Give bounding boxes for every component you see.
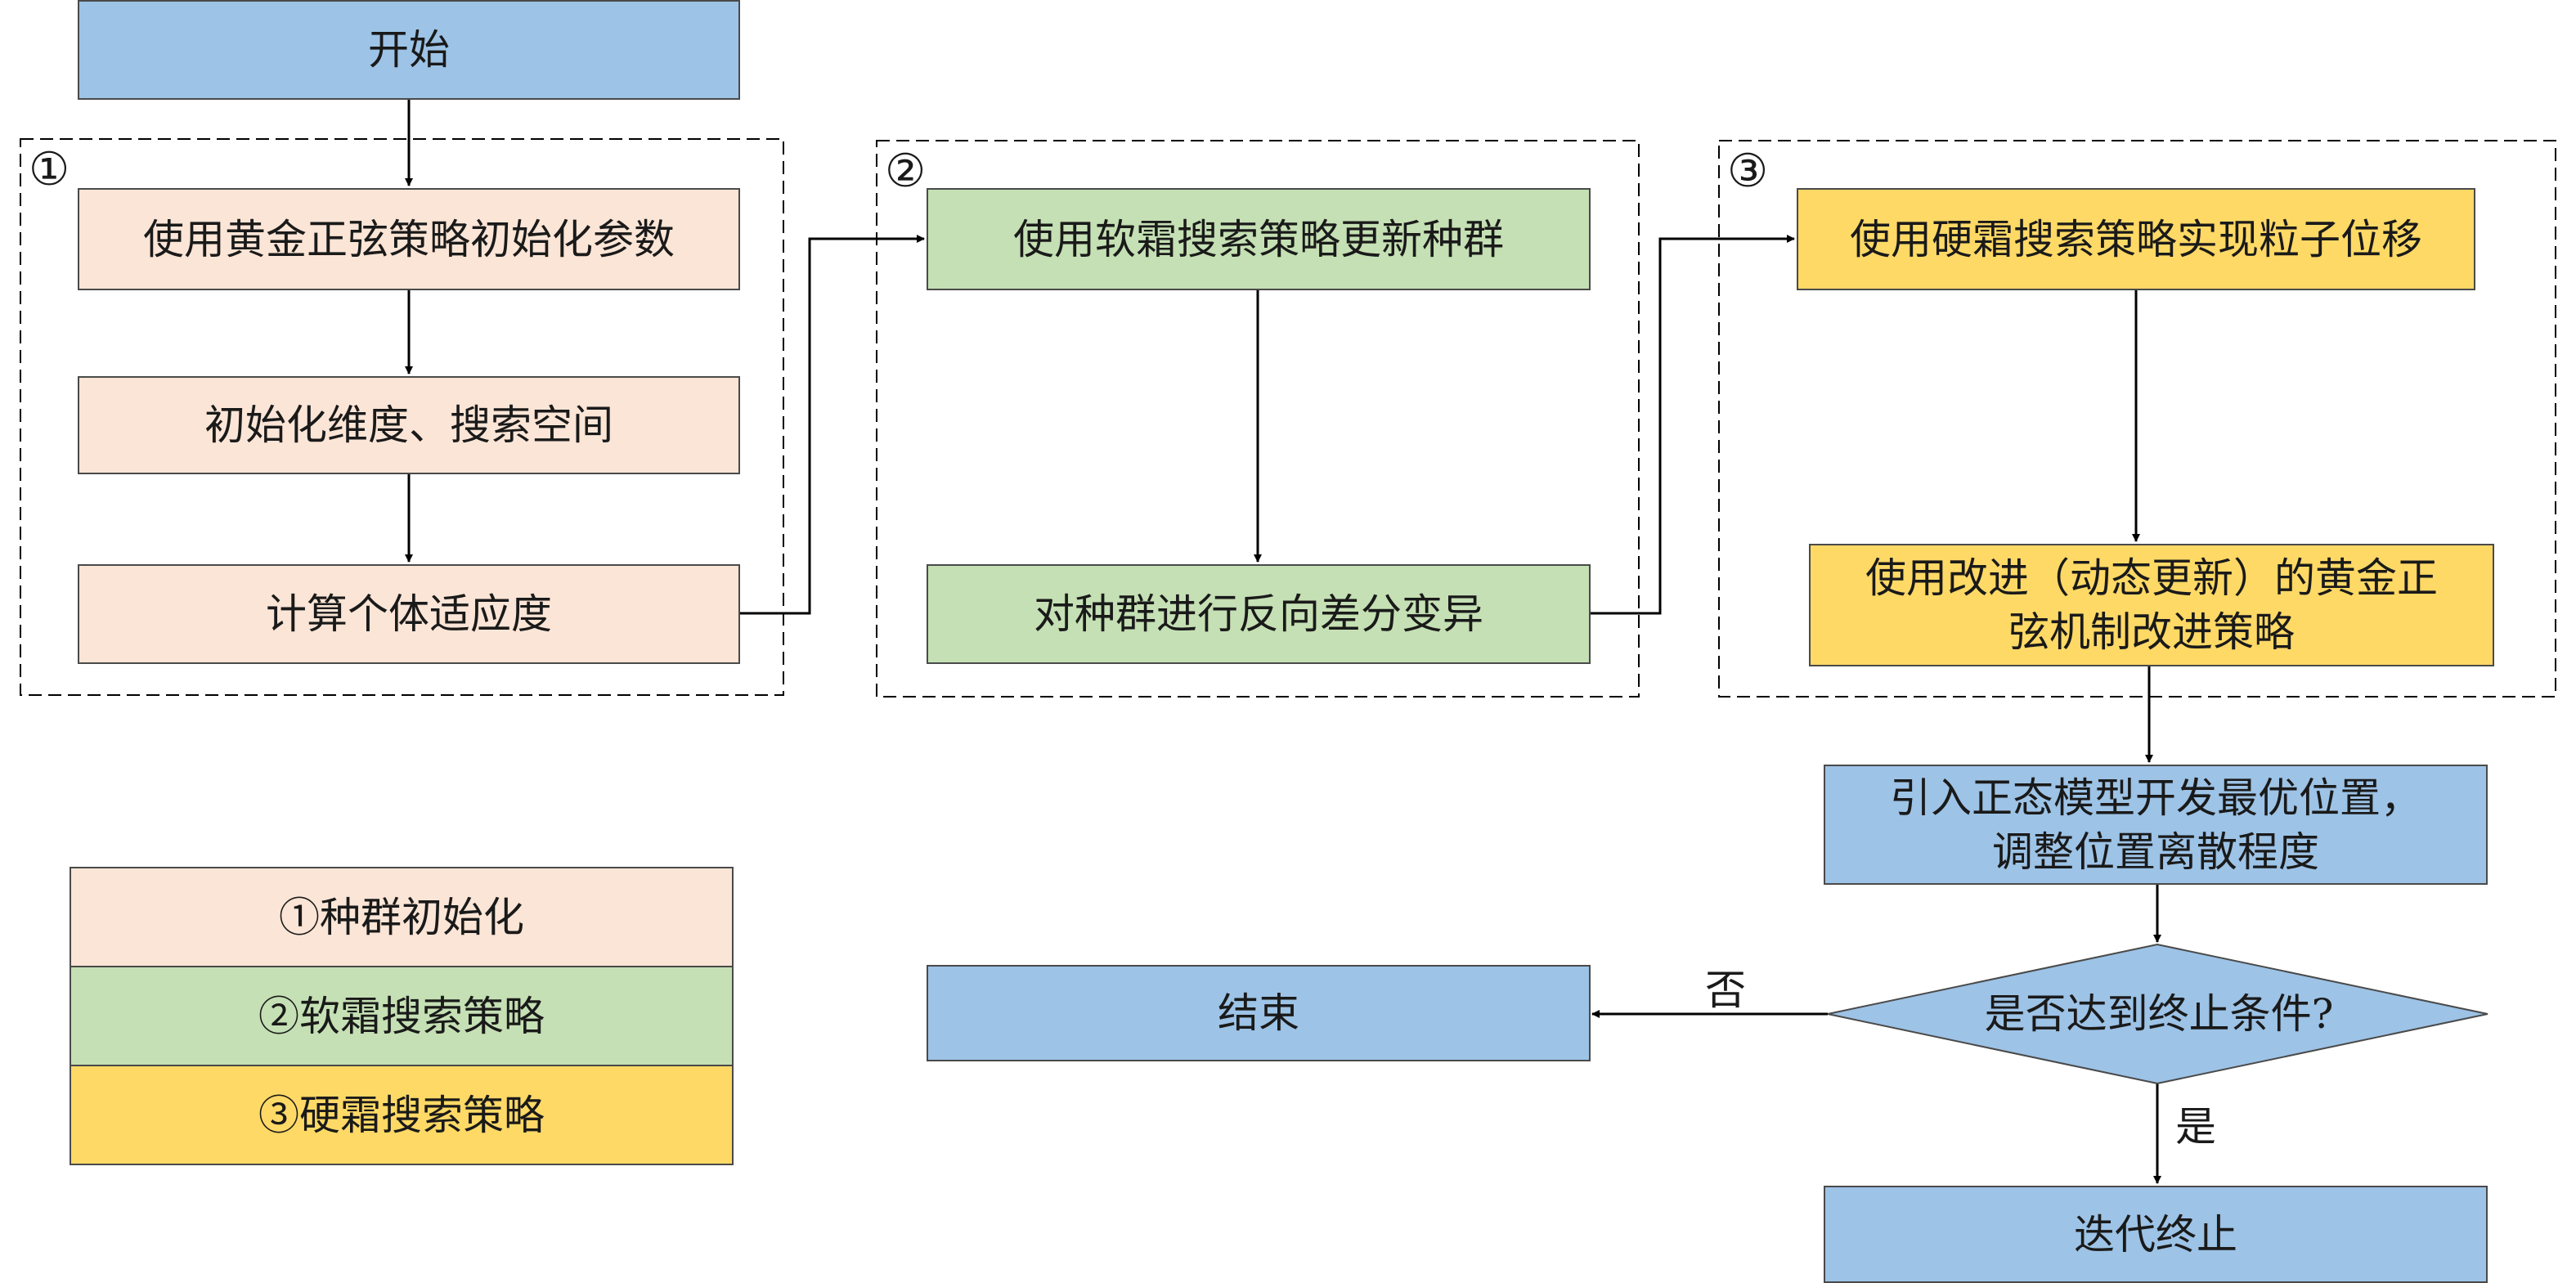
decision-diamond xyxy=(1827,943,2488,1085)
golden-sine-init-node: 使用黄金正弦策略初始化参数 xyxy=(78,188,740,290)
decision-label: 是否达到终止条件? xyxy=(1984,990,2334,1038)
group-label-2: ② xyxy=(885,145,927,198)
group-frame-1 xyxy=(20,138,784,696)
group-label-3: ③ xyxy=(1727,145,1769,198)
fitness-node: 计算个体适应度 xyxy=(78,564,740,664)
arrow-reverse-to-hard xyxy=(1591,235,1795,615)
normal-model-line-1: 引入正态模型开发最优位置， xyxy=(1890,774,2421,822)
edge-label-yes: 是 xyxy=(2175,1103,2216,1151)
group-frame-3 xyxy=(1718,140,2556,698)
start-node: 开始 xyxy=(78,0,740,100)
improved-golden-node: 使用改进（动态更新）的黄金正 弦机制改进策略 xyxy=(1809,544,2494,666)
hard-frost-move-node: 使用硬霜搜索策略实现粒子位移 xyxy=(1797,188,2475,290)
init-dims-node: 初始化维度、搜索空间 xyxy=(78,376,740,474)
normal-model-node: 引入正态模型开发最优位置， 调整位置离散程度 xyxy=(1824,765,2488,885)
legend-item-soft-frost: ②软霜搜索策略 xyxy=(70,966,734,1066)
improved-golden-line-2: 弦机制改进策略 xyxy=(2008,608,2295,656)
legend: ①种群初始化 ②软霜搜索策略 ③硬霜搜索策略 xyxy=(70,867,734,1165)
reverse-diff-node: 对种群进行反向差分变异 xyxy=(927,564,1591,664)
improved-golden-line-1: 使用改进（动态更新）的黄金正 xyxy=(1865,554,2438,602)
edge-label-no: 否 xyxy=(1705,967,1746,1014)
soft-frost-update-node: 使用软霜搜索策略更新种群 xyxy=(927,188,1591,290)
end-node: 结束 xyxy=(927,965,1591,1061)
normal-model-line-2: 调整位置离散程度 xyxy=(1992,828,2319,876)
legend-item-init: ①种群初始化 xyxy=(70,867,734,967)
arrow-fitness-to-soft xyxy=(740,235,925,615)
group-label-1: ① xyxy=(29,143,70,196)
legend-item-hard-frost: ③硬霜搜索策略 xyxy=(70,1065,734,1165)
iterate-node: 迭代终止 xyxy=(1824,1186,2488,1283)
group-frame-2 xyxy=(876,140,1640,698)
